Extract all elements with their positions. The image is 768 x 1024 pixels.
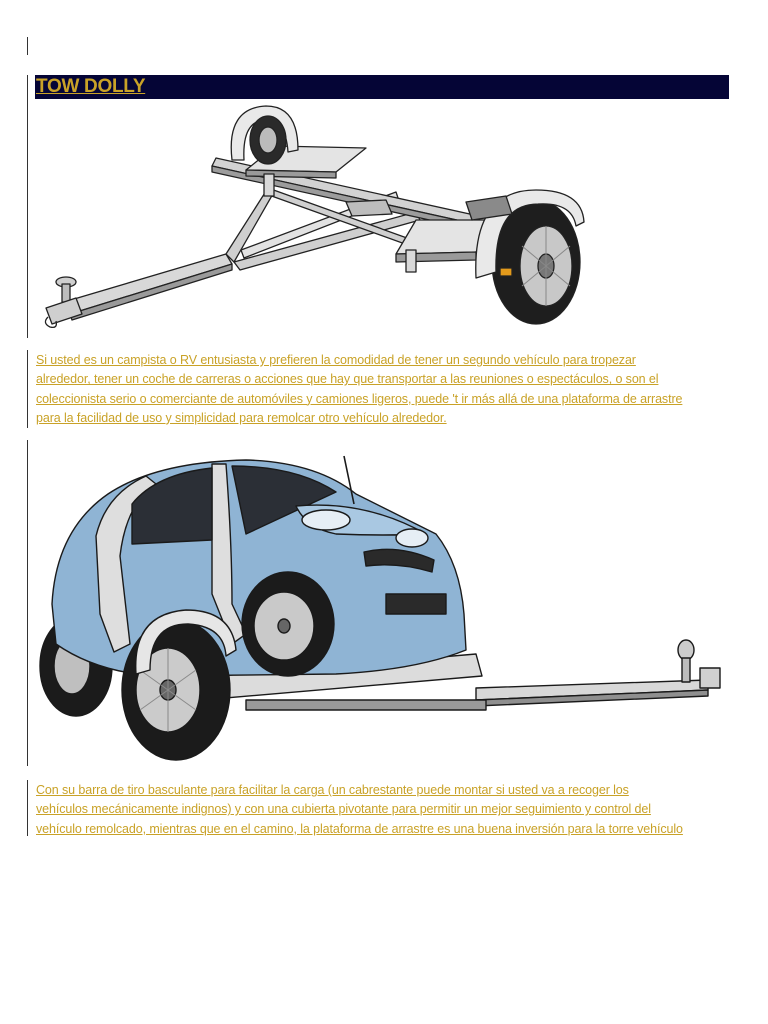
paragraph-2-line[interactable]: vehículo remolcado, mientras que en el c… — [36, 821, 683, 836]
cursor-caret — [27, 37, 28, 55]
paragraph-1[interactable]: Si usted es un campista o RV entusiasta … — [36, 351, 736, 428]
page-title-link[interactable]: TOW DOLLY — [36, 76, 146, 97]
paragraph-1-line[interactable]: alrededor, tener un coche de carreras o … — [36, 372, 659, 387]
paragraph-1-line[interactable]: Si usted es un campista o RV entusiasta … — [36, 353, 636, 367]
paragraph-2-line[interactable]: vehículos mecánicamente indignos) y con … — [36, 802, 651, 817]
car-on-dolly-image — [39, 455, 721, 761]
paragraph-1-line[interactable]: para la facilidad de uso y simplicidad p… — [36, 410, 447, 425]
paragraph-2[interactable]: Con su barra de tiro basculante para fac… — [36, 781, 736, 839]
left-rule-4 — [27, 780, 28, 836]
left-rule-3 — [27, 440, 28, 766]
tow-dolly-image — [44, 105, 585, 329]
title-bar: TOW DOLLY — [35, 75, 729, 99]
left-rule-1 — [27, 75, 28, 338]
left-rule-2 — [27, 350, 28, 428]
paragraph-2-line[interactable]: Con su barra de tiro basculante para fac… — [36, 783, 629, 797]
paragraph-1-line[interactable]: coleccionista serio o comerciante de aut… — [36, 391, 683, 406]
